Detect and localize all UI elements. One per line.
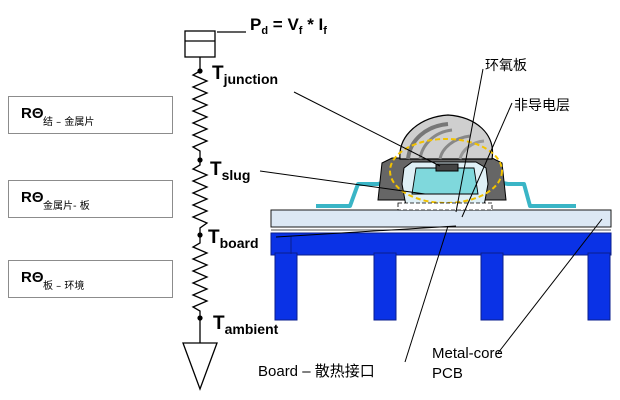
epoxy-board-label: 环氧板 [485,58,527,74]
power-source-box [184,30,216,58]
leader-board [275,225,457,238]
node-ambient [197,315,203,321]
power-formula: Pd = Vf * If [250,15,327,37]
resistance-symbol: RΘ [21,105,44,122]
t-ambient-label: Tambient [213,313,279,337]
heatsink-fin [587,252,611,321]
ground-symbol [182,342,218,391]
times-current: * I [302,15,324,34]
resistance-label: 板 – 环境 [43,281,85,292]
resistance-junction-slug: RΘ 结 – 金属片 [8,96,173,134]
leader-lines [259,68,603,363]
t-ambient-main: T [213,313,225,334]
t-junction-sub: junction [223,71,279,87]
t-board-sub: board [219,235,259,251]
t-board-main: T [208,227,220,248]
t-ambient-sub: ambient [224,321,279,337]
leader-junction [293,91,441,167]
pcb-label-line2: PCB [432,365,463,382]
board-interface-label: Board – 散热接口 [258,363,375,380]
t-slug-sub: slug [221,167,251,183]
resistor-board-ambient [191,235,209,318]
power-subscript: d [261,25,269,37]
leader-slug [259,170,426,195]
leader-non-conductive [461,102,513,218]
non-conductive-layer-label: 非导电层 [514,98,570,114]
t-junction-label: Tjunction [212,63,279,87]
slug [411,167,479,195]
current-subscript: f [323,25,327,37]
resistance-label: 金属片- 板 [43,201,90,212]
t-slug-label: Tslug [210,159,251,183]
equals-voltage: = V [268,15,299,34]
voltage-subscript: f [298,25,303,37]
heatsink-fin [480,252,504,321]
led-package [377,114,507,211]
metal-core-board [270,209,612,228]
resistor-junction-slug [191,70,209,160]
leader-board-interface [404,225,449,363]
resistance-slug-board: RΘ 金属片- 板 [8,180,173,218]
resistance-symbol: RΘ [21,269,44,286]
resistance-label: 结 – 金属片 [43,117,95,128]
leader-pcb [497,218,603,354]
resistance-board-ambient: RΘ 板 – 环境 [8,260,173,298]
pcb-label-line1: Metal-core [432,345,503,362]
resistor-slug-board [191,160,209,235]
thermal-circuit [182,30,218,391]
t-slug-main: T [210,159,222,180]
interface-layer [397,202,493,211]
node-junction [197,68,203,74]
t-board-label: Tboard [208,227,259,251]
node-board [197,232,203,238]
led-die [435,163,459,172]
heatsink-fin [373,252,397,321]
node-slug [197,157,203,163]
leader-epoxy [455,68,484,213]
heatsink-fin [274,252,298,321]
resistance-symbol: RΘ [21,189,44,206]
heatsink-base [270,232,612,256]
power-symbol: P [250,15,262,34]
heatsink [270,232,612,321]
hotspot-outline [389,138,503,204]
t-junction-main: T [212,63,224,84]
circuit-nodes [197,68,203,321]
